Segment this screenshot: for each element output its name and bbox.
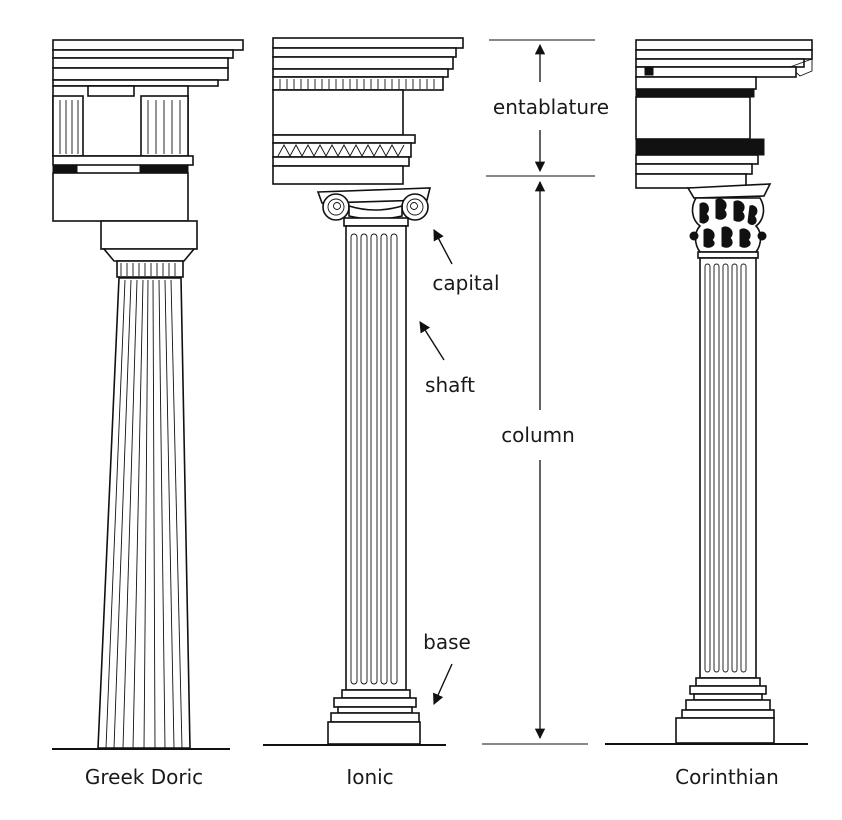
ionic-order	[263, 37, 464, 746]
base-label: base	[423, 630, 471, 654]
pointer-arrows	[419, 229, 453, 706]
doric-triglyph	[52, 95, 84, 157]
doric-capital	[100, 220, 198, 278]
column-label: column	[501, 423, 575, 447]
base-pointer-arrow	[433, 663, 453, 706]
doric-triglyph	[140, 95, 189, 157]
acanthus-leaves	[689, 198, 767, 248]
ionic-entablature	[272, 37, 464, 185]
dimension-guides	[482, 39, 595, 745]
corinthian-base	[675, 677, 775, 744]
shaft-pointer-arrow	[419, 321, 445, 361]
doric-shaft	[97, 277, 191, 749]
doric-caption: Greek Doric	[85, 765, 203, 789]
ionic-shaft	[345, 225, 407, 691]
corinthian-caption: Corinthian	[675, 765, 779, 789]
corinthian-capital	[686, 183, 772, 259]
shaft-label: shaft	[425, 373, 475, 397]
corinthian-entablature	[635, 39, 813, 189]
capital-label: capital	[432, 271, 499, 295]
capital-pointer-arrow	[433, 229, 453, 265]
ionic-dentils	[279, 79, 435, 89]
corinthian-shaft	[699, 257, 757, 679]
corinthian-order	[605, 39, 813, 745]
entablature-label: entablature	[493, 95, 609, 119]
doric-entablature	[52, 39, 244, 222]
doric-order	[52, 39, 244, 750]
ionic-base	[327, 689, 421, 745]
ionic-caption: Ionic	[346, 765, 393, 789]
ionic-capital	[316, 187, 432, 227]
